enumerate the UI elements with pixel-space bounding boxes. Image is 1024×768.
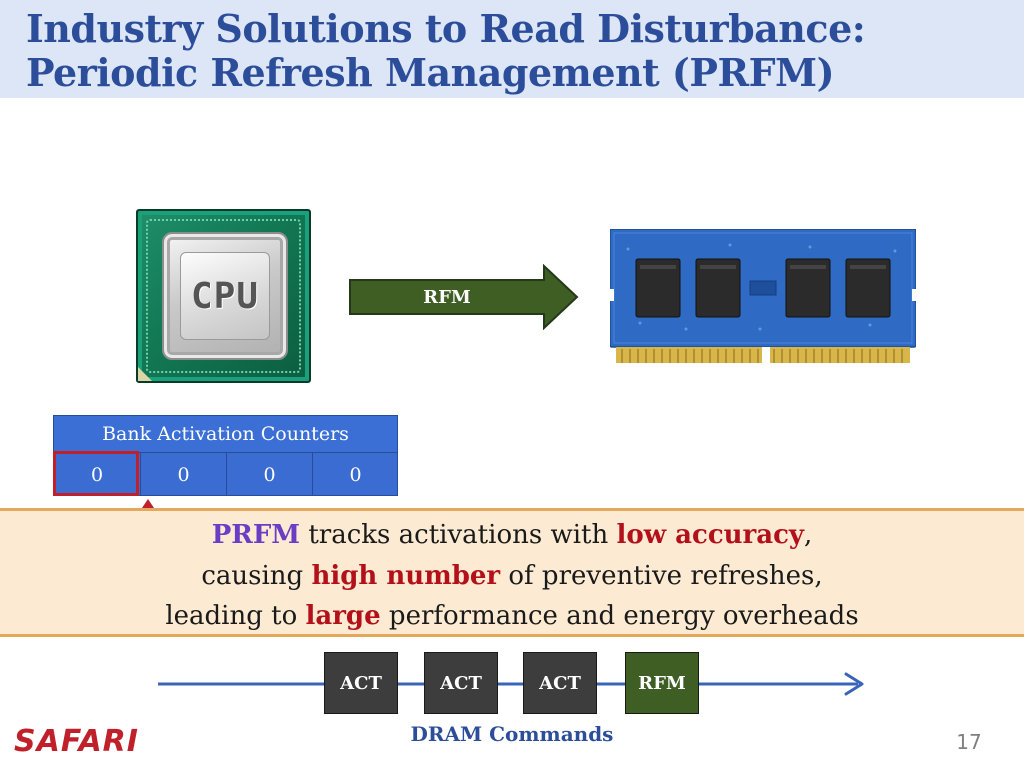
callout-text: leading to bbox=[165, 601, 306, 631]
dram-module-icon bbox=[610, 229, 916, 364]
callout-text: performance and energy overheads bbox=[380, 601, 859, 631]
slide-title-line-2: Periodic Refresh Management (PRFM) bbox=[26, 50, 835, 95]
bank-activation-counters-table: Bank Activation Counters 0 0 0 0 bbox=[53, 415, 398, 496]
callout-text: tracks activations with bbox=[300, 520, 617, 550]
counter-cell-bank-0: 0 bbox=[90, 463, 104, 486]
dram-command-act: ACT bbox=[324, 652, 398, 714]
counter-cell-bank-1: 0 bbox=[140, 453, 226, 496]
cpu-heatspreader: CPU bbox=[162, 232, 288, 360]
callout-line-1: PRFM tracks activations with low accurac… bbox=[0, 520, 1024, 550]
callout-text: of preventive refreshes, bbox=[500, 561, 823, 591]
counter-cell-bank-2: 0 bbox=[226, 453, 312, 496]
cpu-chip-border bbox=[146, 219, 301, 373]
dram-command-rfm: RFM bbox=[625, 652, 699, 714]
safari-logo: SAFARI bbox=[14, 724, 139, 759]
cpu-label: CPU bbox=[190, 276, 260, 317]
callout-low-accuracy: low accuracy bbox=[616, 520, 805, 550]
callout-box: PRFM tracks activations with low accurac… bbox=[0, 508, 1024, 637]
callout-line-2: causing high number of preventive refres… bbox=[0, 561, 1024, 591]
timeline-arrow-icon bbox=[158, 672, 864, 696]
pointer-arrow-icon bbox=[142, 499, 154, 508]
counter-cell-bank-3: 0 bbox=[312, 453, 398, 496]
rfm-arrow-icon bbox=[349, 264, 579, 330]
dram-commands-caption: DRAM Commands bbox=[410, 722, 614, 746]
callout-prfm: PRFM bbox=[211, 520, 301, 550]
callout-large: large bbox=[305, 601, 381, 631]
callout-high-number: high number bbox=[311, 561, 501, 591]
callout-text: , bbox=[804, 520, 813, 550]
dram-command-act: ACT bbox=[523, 652, 597, 714]
page-number: 17 bbox=[956, 730, 982, 754]
dram-command-act: ACT bbox=[424, 652, 498, 714]
counters-header: Bank Activation Counters bbox=[54, 416, 397, 453]
cpu-chip-icon: CPU bbox=[136, 209, 311, 383]
slide-title-line-1: Industry Solutions to Read Disturbance: bbox=[26, 6, 866, 51]
counter-highlight-box bbox=[53, 451, 139, 496]
rfm-arrow-label: RFM bbox=[423, 287, 471, 308]
callout-line-3: leading to large performance and energy … bbox=[0, 601, 1024, 631]
cpu-chip-corner-mark bbox=[138, 367, 152, 381]
cpu-face: CPU bbox=[180, 252, 270, 340]
callout-text: causing bbox=[201, 561, 312, 591]
title-bar: Industry Solutions to Read Disturbance: … bbox=[0, 0, 1024, 98]
